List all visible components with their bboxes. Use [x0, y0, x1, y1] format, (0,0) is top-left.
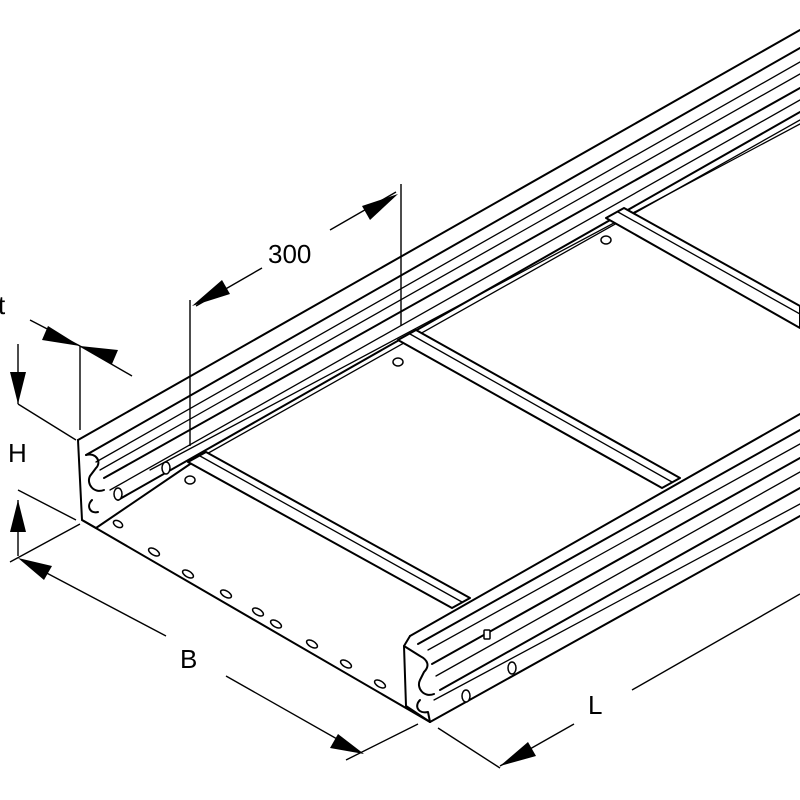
dimension-length: L	[437, 593, 800, 769]
near-side-rail	[403, 413, 800, 723]
width-label: B	[180, 644, 197, 674]
rung-spacing-label: 300	[268, 239, 311, 269]
far-side-rail	[77, 29, 800, 529]
thickness-label: t	[0, 290, 6, 320]
bottom-flange-slots	[112, 519, 387, 689]
dimension-width: B	[9, 523, 419, 761]
rung-3	[600, 207, 800, 329]
dimension-rung-spacing: 300	[189, 184, 402, 446]
height-label: H	[8, 438, 27, 468]
dimension-height: H	[8, 344, 77, 556]
length-label: L	[588, 690, 602, 720]
ladder-floor	[81, 119, 800, 723]
dimension-thickness: t	[0, 290, 133, 430]
rung-2	[392, 329, 681, 489]
rung-1	[184, 451, 471, 609]
